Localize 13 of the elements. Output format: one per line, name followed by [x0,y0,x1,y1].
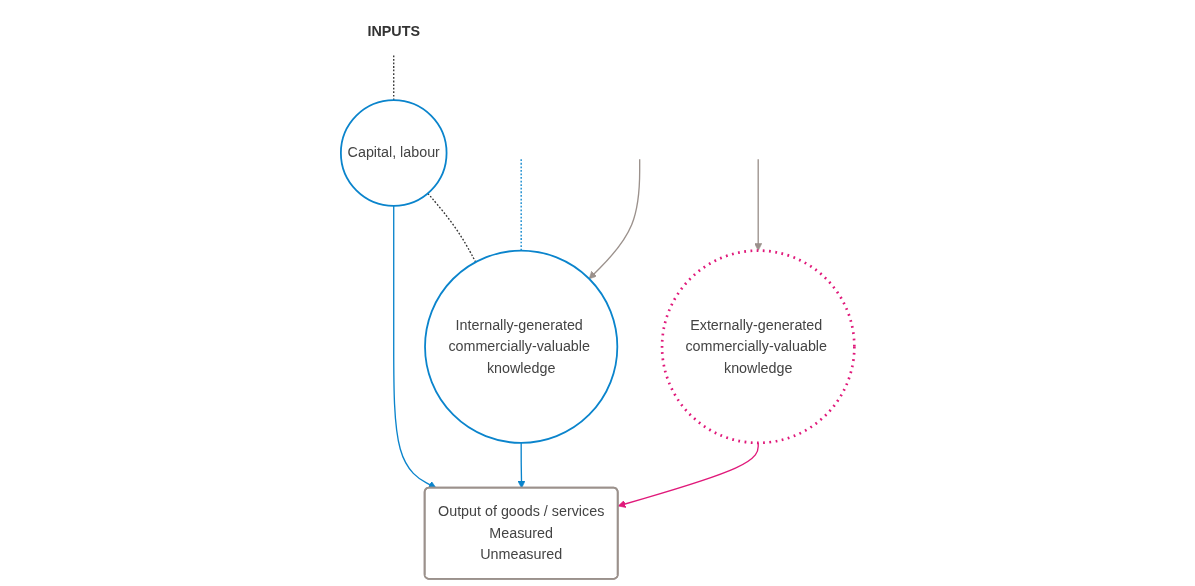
text-label: INPUTS [367,23,420,39]
circle-node: Externally-generated commercially-valuable knowledge [660,249,856,445]
connector [588,158,641,280]
process-box: Output of goods / services Measured Unmeasured [423,486,619,580]
connector [427,192,477,263]
connector [754,158,763,251]
circle-node: Capital, labour [339,99,448,207]
circle-node: Internally-generated commercially-valuable knowledge [424,249,619,444]
connector [393,205,437,489]
connector [393,54,395,101]
connector [520,158,522,252]
connector [617,442,759,508]
connector [517,442,526,489]
